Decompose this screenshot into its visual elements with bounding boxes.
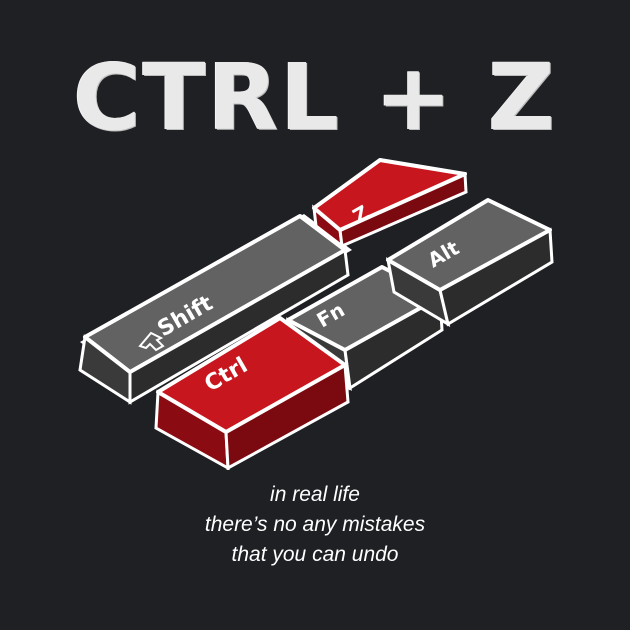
caption-line-1: in real life xyxy=(270,483,360,506)
alt-key: Alt xyxy=(385,198,554,328)
title-ctrl-z: CTRL + Z xyxy=(73,44,557,151)
keyboard-illustration: Shift Fn Alt Z Ctrl xyxy=(78,158,554,470)
ctrl-key[interactable]: Ctrl xyxy=(154,316,350,470)
z-key[interactable]: Z xyxy=(312,158,468,250)
shift-arrow-icon xyxy=(138,331,165,352)
caption-line-3: that you can undo xyxy=(231,543,399,566)
caption-line-2: there’s no any mistakes xyxy=(204,513,426,536)
shift-key: Shift xyxy=(78,214,352,405)
